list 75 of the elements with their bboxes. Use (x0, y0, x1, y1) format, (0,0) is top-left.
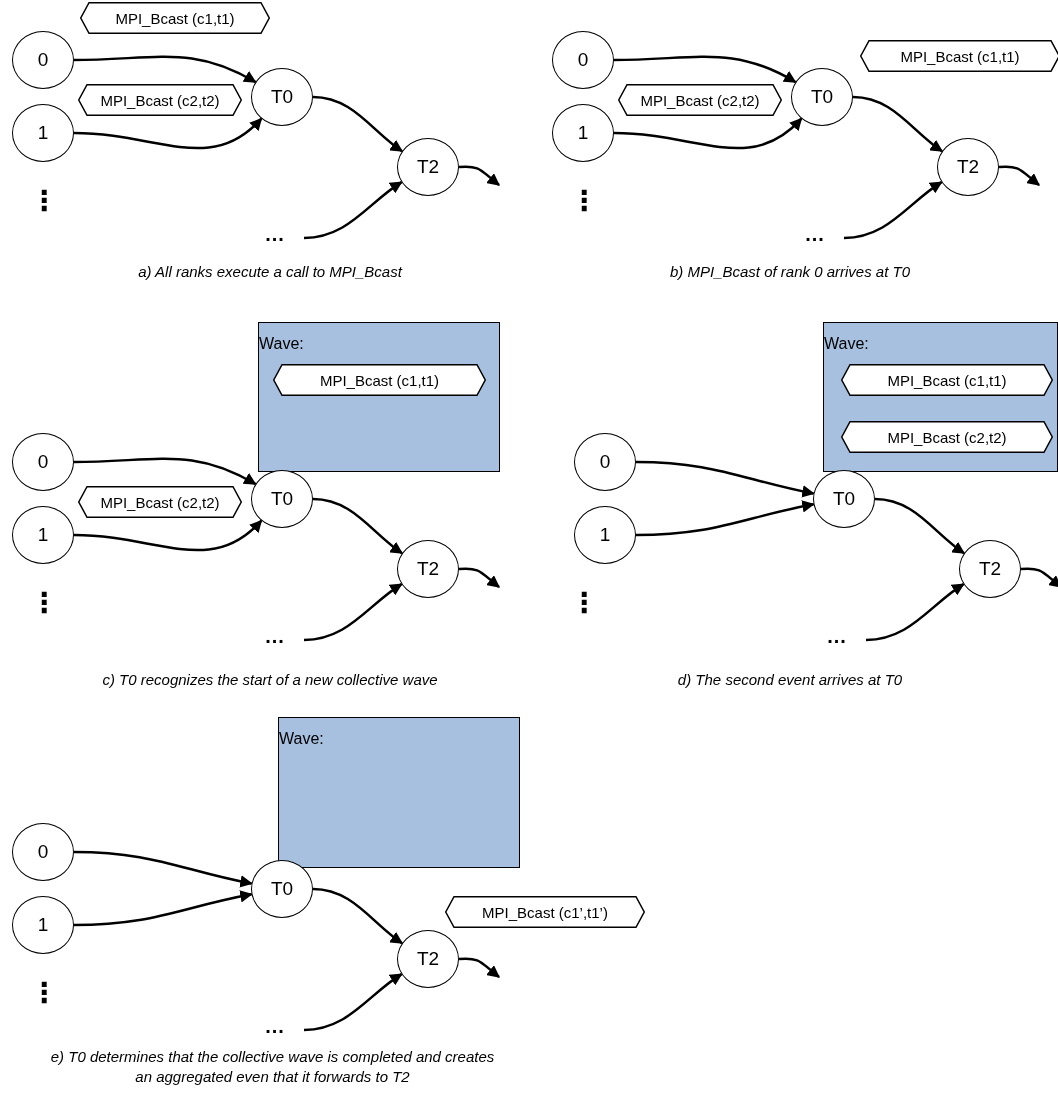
panel-caption: e) T0 determines that the collective wave is completed and creates an aggregated even that it forwards to T2 (49, 1047, 496, 1087)
process-circle: 1 (12, 896, 74, 954)
vertical-ellipsis: ⋮ (570, 588, 594, 618)
process-circle: T2 (397, 930, 459, 988)
process-circle: T0 (813, 470, 875, 528)
wave-label: Wave: (824, 335, 869, 353)
panel-caption: a) All ranks execute a call to MPI_Bcast (137, 262, 404, 282)
process-circle: 1 (574, 506, 636, 564)
event-tag: MPI_Bcast (c1,t1) (80, 2, 270, 34)
process-circle: T0 (251, 68, 313, 126)
process-circle: T2 (397, 138, 459, 196)
ellipsis-text: ... (812, 624, 862, 648)
process-circle: 0 (12, 433, 74, 491)
arrow (303, 583, 403, 642)
wave-label: Wave: (259, 335, 304, 353)
event-tag: MPI_Bcast (c2,t2) (78, 84, 242, 116)
event-tag: MPI_Bcast (c1’,t1’) (445, 896, 645, 928)
arrow (312, 497, 404, 555)
arrow (312, 887, 404, 945)
panel-caption: d) The second event arrives at T0 (676, 670, 904, 690)
process-circle: 0 (12, 823, 74, 881)
arrow (458, 567, 500, 588)
ellipsis-text: ... (250, 624, 300, 648)
ellipsis-text: ... (250, 1014, 300, 1038)
event-tag: MPI_Bcast (c1,t1) (841, 364, 1053, 396)
panel-caption: b) MPI_Bcast of rank 0 arrives at T0 (668, 262, 912, 282)
event-tag: MPI_Bcast (c2,t2) (618, 84, 782, 116)
wave-label: Wave: (279, 730, 324, 748)
event-tag: MPI_Bcast (c2,t2) (841, 421, 1053, 453)
wave-panel (823, 322, 1058, 472)
process-circle: 1 (552, 104, 614, 162)
arrow (843, 181, 943, 240)
event-tag: MPI_Bcast (c1,t1) (273, 364, 486, 396)
wave-panel (258, 322, 500, 472)
process-circle: 0 (574, 433, 636, 491)
wave-panel (278, 717, 520, 868)
arrow (635, 500, 815, 537)
ellipsis-text: ... (790, 222, 840, 246)
arrow (852, 95, 944, 153)
process-circle: 0 (552, 31, 614, 89)
process-circle: 0 (12, 31, 74, 89)
panel-caption: c) T0 recognizes the start of a new collective wave (101, 670, 439, 690)
process-circle: 1 (12, 104, 74, 162)
vertical-ellipsis: ⋮ (30, 186, 54, 216)
process-circle: T0 (251, 470, 313, 528)
arrow (74, 55, 257, 84)
arrow (73, 850, 253, 888)
arrow (312, 95, 404, 153)
arrow (73, 519, 263, 552)
arrow (614, 55, 797, 84)
arrow (613, 117, 803, 150)
process-circle: T2 (397, 540, 459, 598)
event-tag: MPI_Bcast (c1,t1) (860, 40, 1058, 72)
arrow (74, 457, 257, 486)
process-circle: T0 (251, 860, 313, 918)
ellipsis-text: ... (250, 222, 300, 246)
process-circle: T2 (937, 138, 999, 196)
vertical-ellipsis: ⋮ (30, 978, 54, 1008)
arrow (1020, 567, 1058, 588)
event-tag: MPI_Bcast (c2,t2) (78, 486, 242, 518)
process-circle: 1 (12, 506, 74, 564)
process-circle: T2 (959, 540, 1021, 598)
vertical-ellipsis: ⋮ (570, 186, 594, 216)
vertical-ellipsis: ⋮ (30, 588, 54, 618)
arrow (73, 117, 263, 150)
arrow (874, 497, 966, 555)
process-circle: T0 (791, 68, 853, 126)
arrow (458, 957, 500, 978)
arrow (865, 583, 965, 642)
arrow (998, 165, 1040, 186)
arrow (73, 890, 253, 927)
arrow (635, 460, 815, 498)
arrow (458, 165, 500, 186)
arrow (303, 181, 403, 240)
arrow (303, 973, 403, 1032)
